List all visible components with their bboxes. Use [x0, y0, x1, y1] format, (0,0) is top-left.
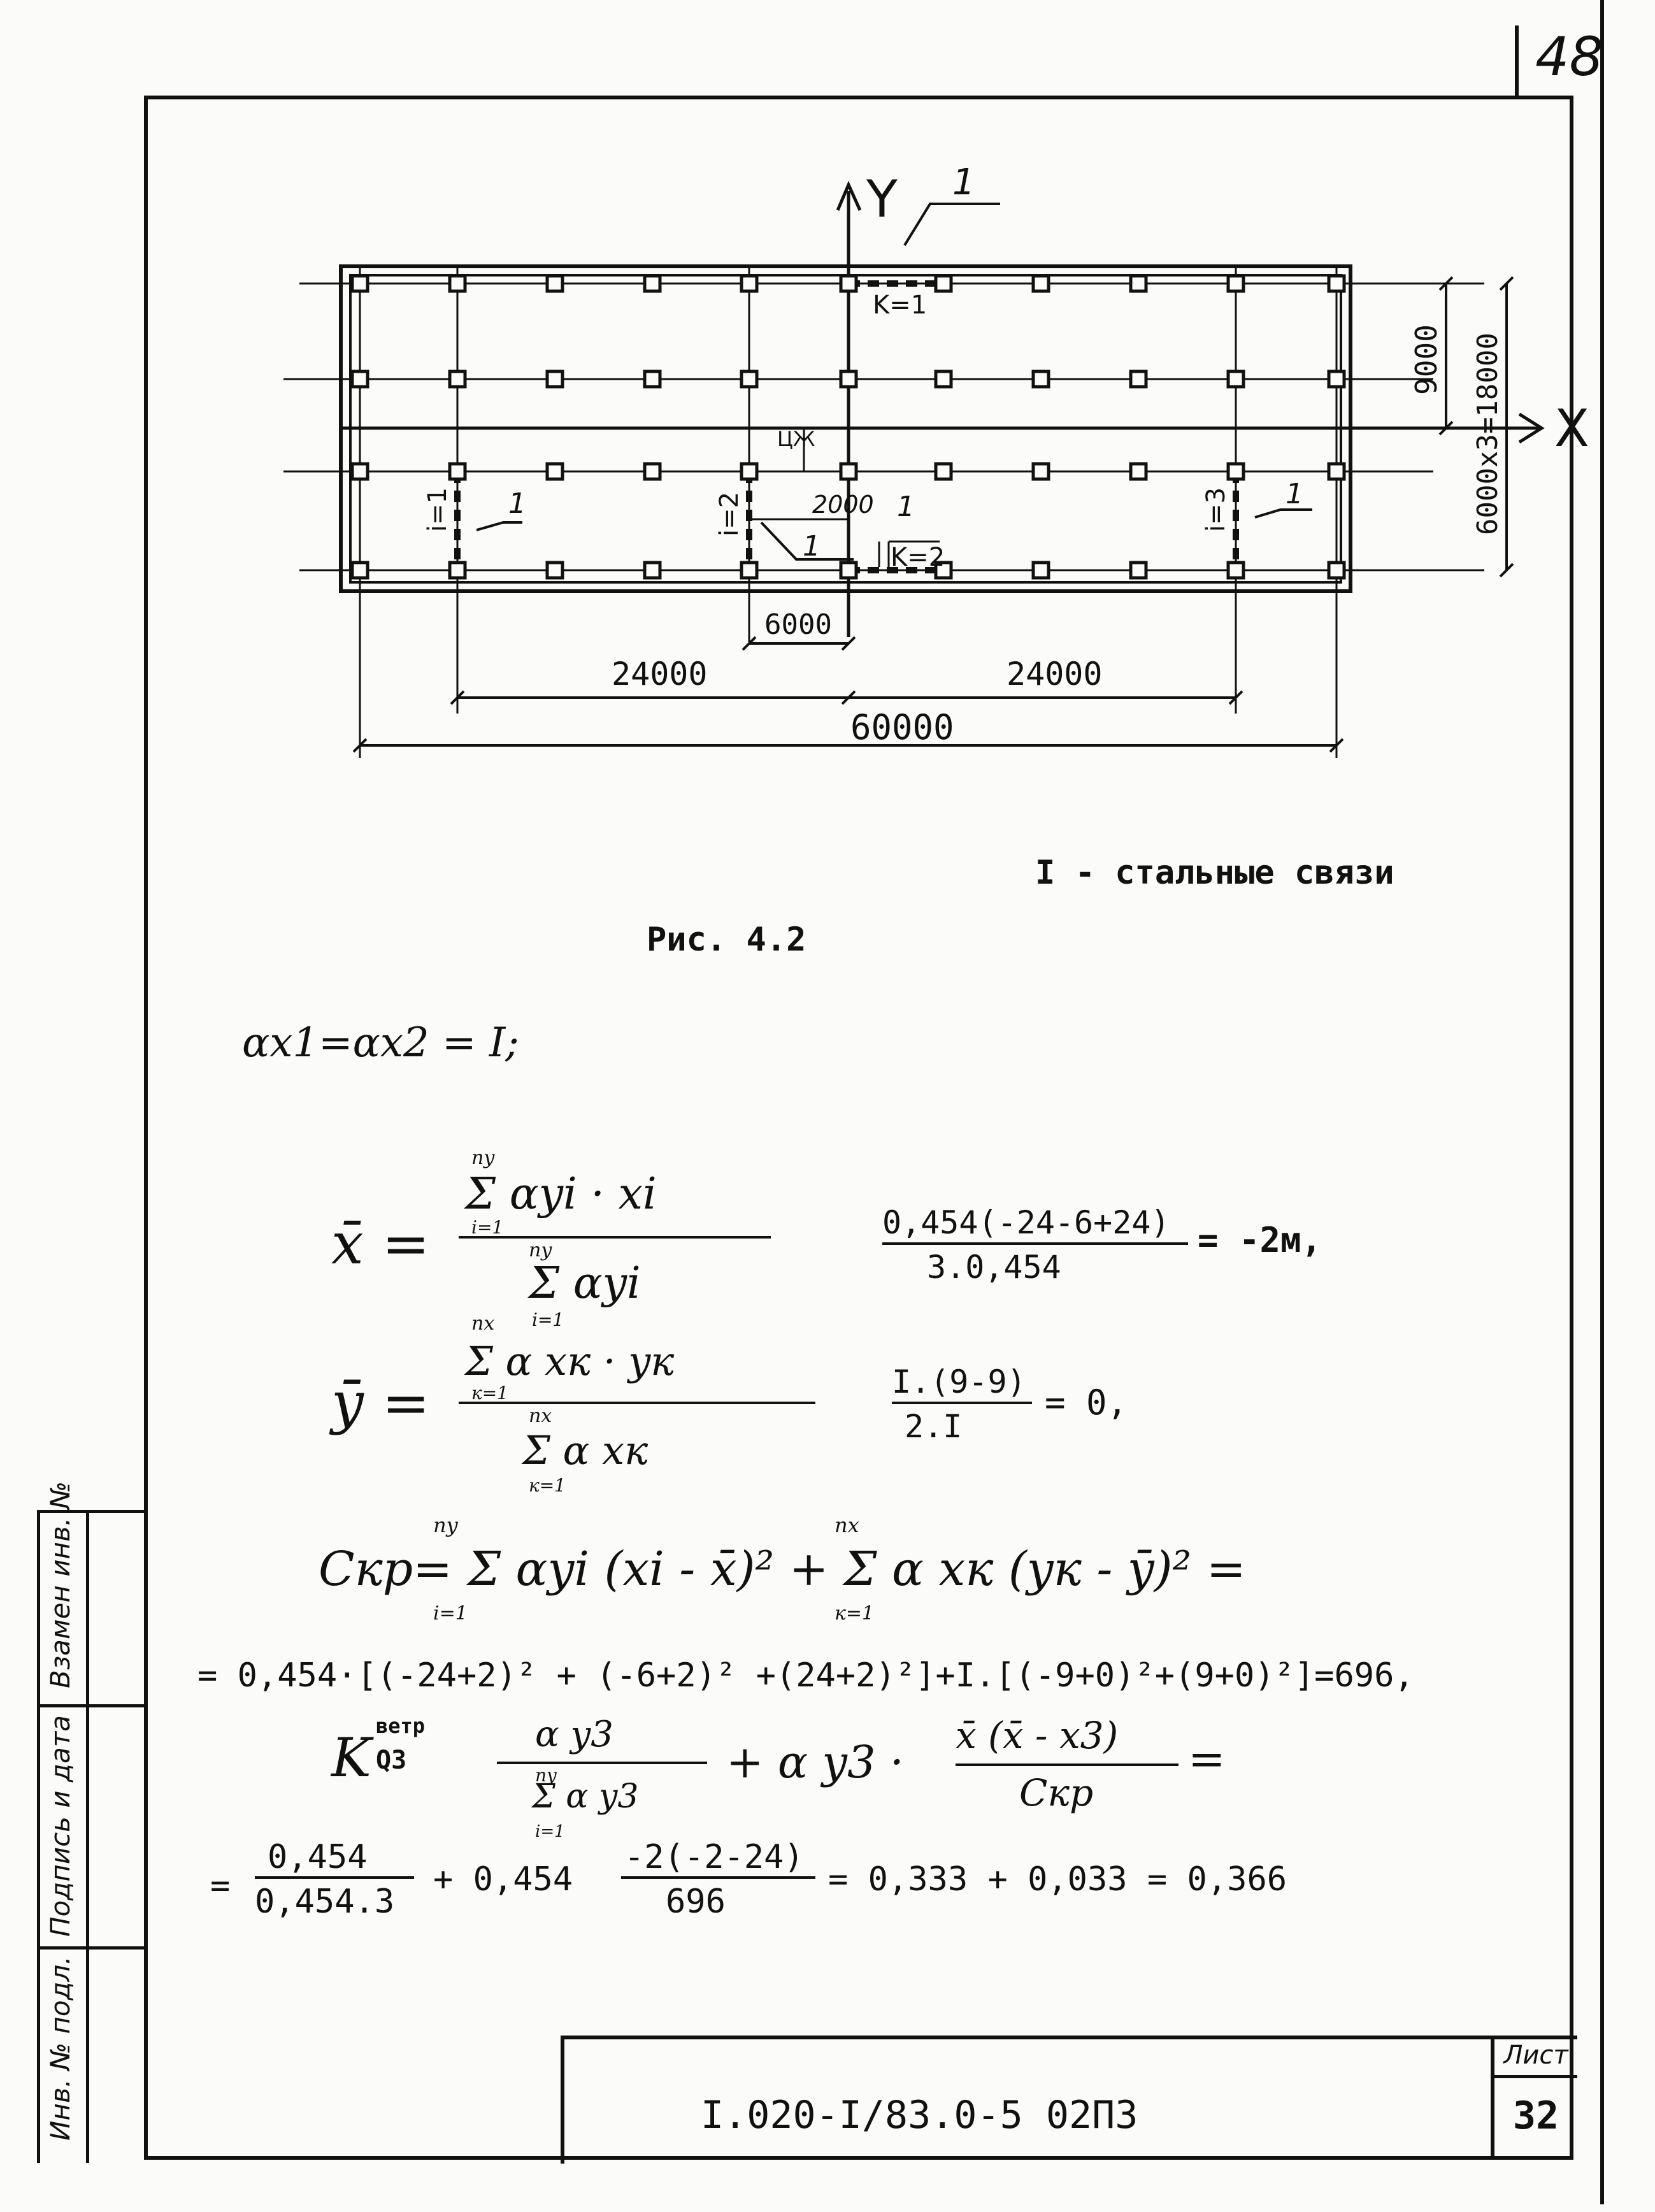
side-label-inventory: Инв. № подл.	[45, 1956, 76, 2141]
ybar-value-bar	[892, 1402, 1032, 1404]
ckp-sup-1: ny	[433, 1513, 458, 1537]
ybar-fraction-bar	[459, 1402, 815, 1404]
axis-y-label: Y	[866, 169, 898, 229]
side-stamp-divider-1	[40, 1704, 147, 1707]
final-frac2-bar	[621, 1876, 815, 1879]
k-frac1-den-sub: i=1	[535, 1822, 565, 1841]
top-leader-mark: 1	[952, 162, 975, 203]
dim-24000-left-label: 24000	[612, 656, 708, 693]
xbar-value-bar	[882, 1242, 1188, 1245]
document-code: I.020-I/83.0-5 02ПЗ	[701, 2093, 1138, 2137]
xbar-lhs: x̄ =	[331, 1210, 430, 1277]
ybar-den-sup: nx	[529, 1405, 552, 1427]
figure-legend: I - стальные связи	[1035, 854, 1394, 892]
xbar-den-sup: ny	[529, 1239, 552, 1261]
xbar-num-sub: i=1	[471, 1217, 504, 1238]
i3-mark: 1	[1286, 478, 1303, 510]
sheet-edge-line	[1600, 0, 1604, 2204]
cz-label: ЦЖ	[777, 427, 815, 451]
dim-vertical-label: 6000x3=18000	[1472, 333, 1504, 535]
ybar-num-sub: к=1	[471, 1382, 508, 1404]
final-frac1-numerator: 0,454	[268, 1838, 368, 1876]
center-mark-1: 1	[897, 491, 915, 523]
k2-label: K=2	[891, 543, 945, 572]
axis-x-label: X	[1554, 399, 1589, 458]
sheet-number: 32	[1512, 2094, 1559, 2138]
xbar-fraction-bar	[459, 1236, 771, 1239]
final-eq-sign: =	[210, 1867, 231, 1905]
final-frac2-denominator: 696	[666, 1883, 726, 1921]
ckp-sub-2: к=1	[835, 1602, 875, 1625]
ybar-lhs: ȳ =	[331, 1370, 430, 1437]
side-stamp-divider-2	[40, 1946, 147, 1950]
side-label-signature: Подпись и дата	[45, 1715, 76, 1937]
structural-plan: Y X 1 K=1 K=2 ЦЖ 2000 1 1 6000 24000 240…	[283, 162, 1589, 758]
side-stamp-label-column	[40, 1513, 89, 2163]
ckp-value: = 0,454·[(-24+2)² + (-6+2)² +(24+2)²]+I.…	[197, 1656, 1414, 1695]
k-frac2-bar	[956, 1763, 1179, 1766]
k-frac1-denominator: Σ α y3	[532, 1778, 639, 1816]
dim-2000-label: 2000	[812, 491, 874, 519]
xbar-den-sub: i=1	[532, 1309, 564, 1330]
xbar-num-sup: ny	[471, 1147, 495, 1169]
final-frac1-denominator: 0,454.3	[255, 1883, 395, 1921]
page-number: 48	[1535, 25, 1603, 88]
figure-caption: Рис. 4.2	[647, 921, 806, 959]
xbar-value-denominator: 3.0,454	[927, 1249, 1061, 1286]
k-frac1-numerator: α y3	[535, 1714, 613, 1755]
ybar-value-numerator: I.(9-9)	[892, 1363, 1026, 1400]
ckp-sub-1: i=1	[433, 1602, 468, 1625]
center-mark-2: 1	[803, 530, 820, 563]
page-number-box	[1515, 25, 1608, 96]
ybar-numerator: Σ α xк · yк	[465, 1338, 675, 1384]
k-lhs: K	[331, 1727, 371, 1789]
ybar-denominator: Σ α xк	[522, 1427, 648, 1474]
sheet-cell: Лист 32	[1491, 2036, 1577, 2160]
k-frac1-bar	[497, 1762, 707, 1764]
dim-24000-right-label: 24000	[1007, 656, 1103, 693]
xbar-result: = -2м,	[1198, 1220, 1322, 1260]
k1-label: K=1	[873, 291, 927, 320]
ckp-sup-2: nx	[835, 1513, 859, 1537]
ckp-formula: Cкр= Σ αyi (xi - x̄)² + Σ α xк (yк - ȳ)²…	[319, 1542, 1246, 1597]
sheet-label: Лист	[1494, 2036, 1577, 2078]
side-label-replacement: Взамен инв. №	[45, 1481, 76, 1688]
i2-label: i=2	[715, 492, 744, 536]
title-block	[561, 2036, 1577, 2164]
final-result: = 0,333 + 0,033 = 0,366	[828, 1860, 1287, 1899]
i1-mark: 1	[508, 487, 526, 520]
i3-label: i=3	[1201, 487, 1231, 532]
final-mid: + 0,454	[433, 1860, 573, 1899]
final-frac2-numerator: -2(-2-24)	[624, 1838, 804, 1876]
ybar-result: = 0,	[1045, 1382, 1128, 1423]
xbar-numerator: Σ αyi · xi	[465, 1169, 657, 1219]
final-frac1-bar	[255, 1876, 414, 1879]
dim-60000-label: 60000	[850, 707, 954, 747]
k-frac2-numerator: x̄ (x̄ - x3)	[956, 1714, 1119, 1757]
k-frac1-den-sup: ny	[535, 1765, 557, 1786]
ybar-value-denominator: 2.I	[905, 1408, 963, 1445]
alpha-equation: αx1=αx2 = I;	[242, 1019, 519, 1066]
k-mid-term: + α y3 ·	[726, 1736, 905, 1788]
xbar-value-numerator: 0,454(-24-6+24)	[882, 1204, 1170, 1241]
dim-9000-label: 9000	[1409, 324, 1444, 395]
k-frac2-denominator: Cкр	[1019, 1771, 1094, 1814]
xbar-denominator: Σ αyi	[529, 1258, 641, 1309]
ybar-den-sub: к=1	[529, 1475, 566, 1496]
k-equals: =	[1188, 1733, 1226, 1785]
i1-label: i=1	[423, 487, 452, 532]
dim-6000-label: 6000	[764, 608, 832, 641]
side-stamp	[37, 1510, 147, 2163]
drawing-frame	[144, 96, 1573, 2160]
ybar-num-sup: nx	[471, 1312, 495, 1335]
k-superscript: ветр	[376, 1714, 426, 1738]
k-subscript: Q3	[376, 1746, 407, 1775]
